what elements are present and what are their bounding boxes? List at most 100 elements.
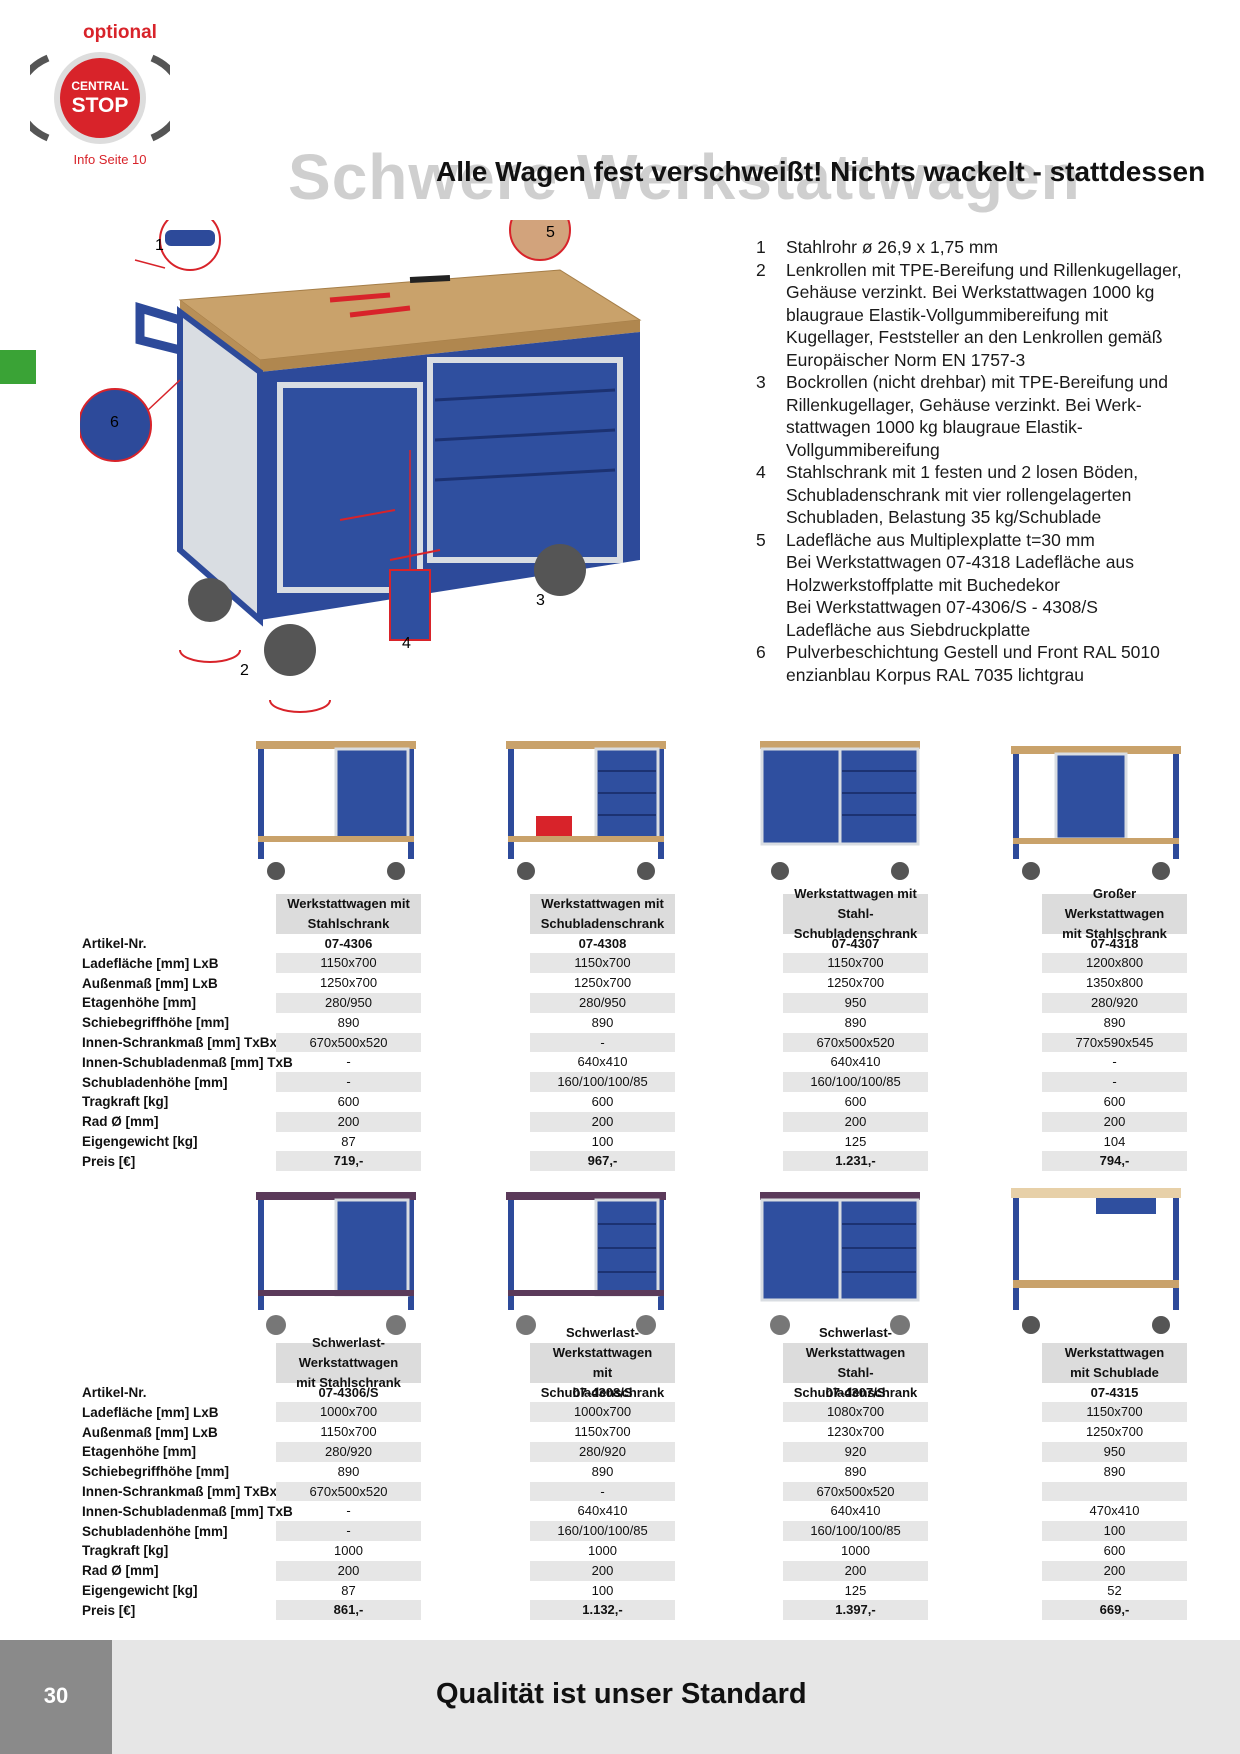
feature-text: Bockrollen (nicht drehbar) mit TPE-Berei… bbox=[786, 371, 1226, 461]
row-label: Tragkraft [kg] bbox=[82, 1543, 169, 1559]
row-label: Etagenhöhe [mm] bbox=[82, 1444, 197, 1460]
table-cell: 1150x700 bbox=[783, 953, 928, 974]
table-cell: 950 bbox=[1042, 1441, 1187, 1462]
table-cell: 100 bbox=[1042, 1521, 1187, 1541]
table-cell: 770x590x545 bbox=[1042, 1032, 1187, 1053]
table-cell: 160/100/100/85 bbox=[530, 1072, 675, 1092]
feature-line: Schubladen, Belastung 35 kg/Schublade bbox=[786, 507, 1102, 527]
feature-number: 3 bbox=[756, 372, 766, 392]
table-cell: 1250x700 bbox=[1085, 1424, 1144, 1440]
table-cell: 470x410 bbox=[1089, 1503, 1140, 1519]
row-label: Etagenhöhe [mm] bbox=[82, 995, 197, 1011]
row-label: Eigengewicht [kg] bbox=[82, 1133, 198, 1149]
row-label: Artikel-Nr. bbox=[82, 1385, 147, 1400]
column-header-line1: Schwerlast-Werkstattwagen bbox=[552, 1325, 653, 1360]
table-cell: 1080x700 bbox=[783, 1402, 928, 1423]
row-label: Schubladenhöhe [mm] bbox=[82, 1074, 228, 1090]
row-label: Innen-Schubladenmaß [mm] TxB bbox=[82, 1054, 293, 1070]
table-cell: 794,- bbox=[1042, 1151, 1187, 1172]
info-link[interactable]: Info Seite 10 bbox=[73, 152, 147, 167]
feature-item: 2 Lenkrollen mit TPE-Bereifung und Rillen… bbox=[756, 259, 1226, 372]
feature-line: blaugraue Elastik-Vollgummibereifung mit bbox=[786, 304, 1108, 325]
callout-2: 2 bbox=[240, 662, 249, 679]
table-cell: 640x410 bbox=[830, 1054, 881, 1070]
table-cell: 200 bbox=[783, 1111, 928, 1132]
feature-line: Rillenkugellager, Gehäuse verzinkt. Bei … bbox=[786, 394, 1142, 415]
table-cell: 1150x700 bbox=[574, 1424, 631, 1440]
column-header: Schwerlast-Werkstattwagen mit Stahlschran… bbox=[276, 1335, 421, 1390]
table-cell: 125 bbox=[844, 1133, 867, 1149]
table-cell: 1000x700 bbox=[530, 1402, 675, 1423]
table2-col-07-4306S: Schwerlast-Werkstattwagen mit Stahlschran… bbox=[276, 1335, 421, 1621]
product-image-07-4318 bbox=[1011, 746, 1181, 880]
table-cell: 890 bbox=[337, 1463, 360, 1479]
table-cell: 1000 bbox=[841, 1542, 870, 1558]
table-cell: 07-4307 bbox=[831, 935, 880, 951]
feature-number: 6 bbox=[756, 642, 766, 662]
callout-4: 4 bbox=[402, 635, 411, 652]
feature-number: 4 bbox=[756, 462, 766, 482]
table-cell: 1250x700 bbox=[573, 975, 632, 991]
feature-text: Lenkrollen mit TPE-Bereifung und Rillenk… bbox=[786, 259, 1226, 372]
table-cell: 920 bbox=[783, 1441, 928, 1462]
badge-line2: STOP bbox=[72, 94, 129, 117]
callout-6: 6 bbox=[110, 414, 119, 431]
table-cell: 280/920 bbox=[530, 1441, 675, 1462]
column-header-line2: mit Stahlschrank bbox=[296, 1374, 401, 1390]
central-stop-logo: CENTRAL STOP bbox=[30, 52, 170, 144]
table-cell: 07-4308 bbox=[578, 935, 627, 951]
row-label: Innen-Schubladenmaß [mm] TxB bbox=[82, 1503, 293, 1519]
table-cell: 950 bbox=[783, 992, 928, 1013]
table-cell: 07-4306 bbox=[324, 935, 373, 951]
table-cell: 670x500x520 bbox=[276, 1481, 421, 1502]
column-header-line1: Schwerlast-Werkstattwagen bbox=[805, 1325, 906, 1360]
column-header-line2: Stahl- Schubladenschrank bbox=[793, 905, 918, 941]
page-number: 30 bbox=[43, 1683, 69, 1708]
feature-line: Stahlrohr ø 26,9 x 1,75 mm bbox=[786, 237, 999, 257]
table-cell: 890 bbox=[844, 1463, 867, 1479]
column-header-line1: Schwerlast-Werkstattwagen bbox=[298, 1335, 399, 1370]
table-cell: 280/920 bbox=[1042, 992, 1187, 1013]
table-cell: 890 bbox=[591, 1014, 614, 1030]
table-cell: 200 bbox=[1042, 1560, 1187, 1581]
page-number-box bbox=[0, 1640, 112, 1754]
table-cell: 104 bbox=[1103, 1133, 1126, 1149]
table-cell: 160/100/100/85 bbox=[783, 1521, 928, 1541]
feature-line: stattwagen 1000 kg blaugraue Elastik- bbox=[786, 417, 1083, 437]
table-cell: - bbox=[346, 1503, 351, 1519]
table-cell: 87 bbox=[341, 1582, 356, 1598]
table-cell: 890 bbox=[1103, 1014, 1126, 1030]
feature-line: Bei Werkstattwagen 07-4306/S - 4308/S bbox=[786, 597, 1098, 617]
table-cell bbox=[1042, 1481, 1187, 1502]
table-cell: 600 bbox=[844, 1093, 867, 1109]
feature-number: 2 bbox=[756, 259, 766, 280]
column-header-line1: Werkstattwagen mit bbox=[541, 896, 664, 911]
table-cell: 07-4307/S bbox=[825, 1384, 886, 1400]
table-cell: 1000 bbox=[334, 1542, 363, 1558]
table-cell: 1.231,- bbox=[783, 1151, 928, 1172]
headline: Alle Wagen fest verschweißt! Nichts wack… bbox=[436, 156, 1206, 187]
table-cell: 669,- bbox=[1042, 1600, 1187, 1621]
callout-5: 5 bbox=[546, 224, 555, 241]
table-cell: 1250x700 bbox=[826, 975, 885, 991]
table-cell: 861,- bbox=[276, 1600, 421, 1621]
product-image-07-4308S bbox=[506, 1192, 666, 1335]
product-image-07-4307S bbox=[760, 1192, 920, 1335]
row-label: Außenmaß [mm] LxB bbox=[82, 975, 218, 991]
table-cell: - bbox=[1112, 1054, 1117, 1070]
feature-number: 5 bbox=[756, 529, 766, 550]
table-cell: 100 bbox=[591, 1133, 614, 1149]
feature-item: 3 Bockrollen (nicht drehbar) mit TPE-Bere… bbox=[756, 371, 1226, 461]
table-cell: 1250x700 bbox=[319, 975, 378, 991]
